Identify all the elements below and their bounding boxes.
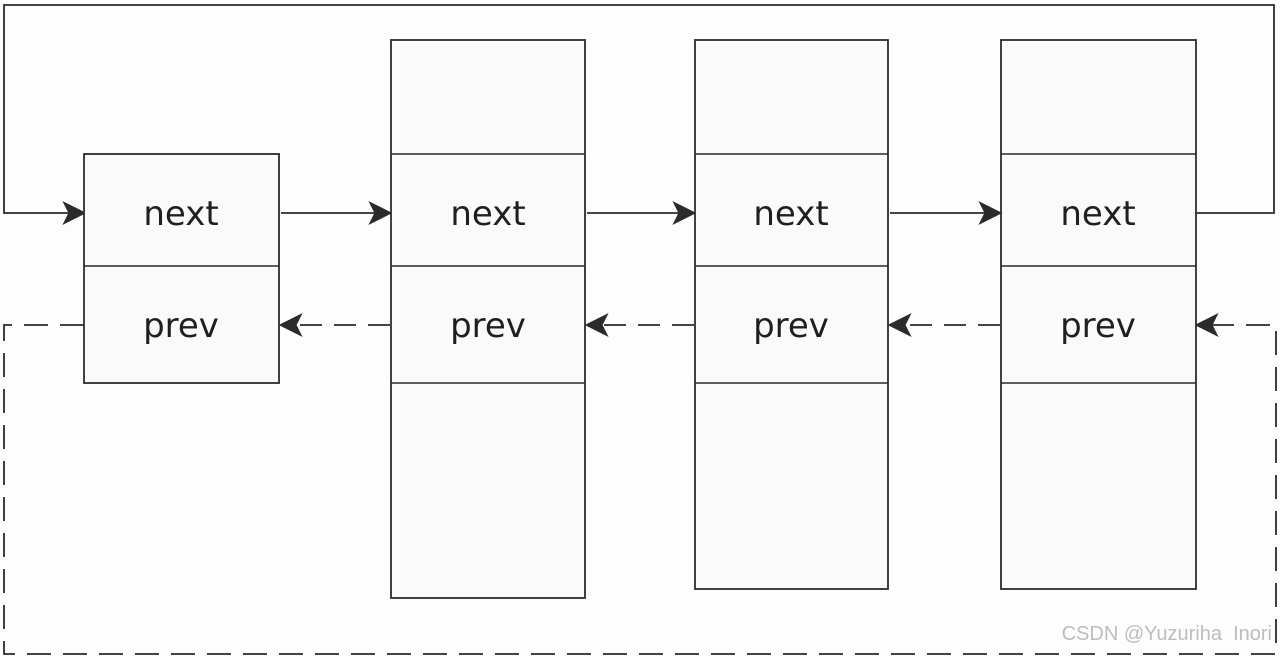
node-2: next prev (390, 39, 586, 599)
node-3: next prev (694, 39, 889, 590)
node-4-next-label: next (1060, 194, 1135, 234)
node-3-prev-label: prev (753, 306, 829, 346)
node-2-prev-label: prev (450, 306, 526, 346)
node-1: next prev (83, 153, 280, 384)
node-4: next prev (1000, 39, 1197, 590)
node-1-next-label: next (143, 194, 218, 234)
node-1-prev-label: prev (143, 306, 219, 346)
node-2-next-label: next (450, 194, 525, 234)
prev-wraparound-line (3, 313, 1277, 655)
node-3-next-label: next (753, 194, 828, 234)
node-4-prev-label: prev (1060, 306, 1136, 346)
watermark-text: CSDN @Yuzuriha Inori (1061, 623, 1272, 645)
next-wraparound-line (3, 4, 1275, 225)
